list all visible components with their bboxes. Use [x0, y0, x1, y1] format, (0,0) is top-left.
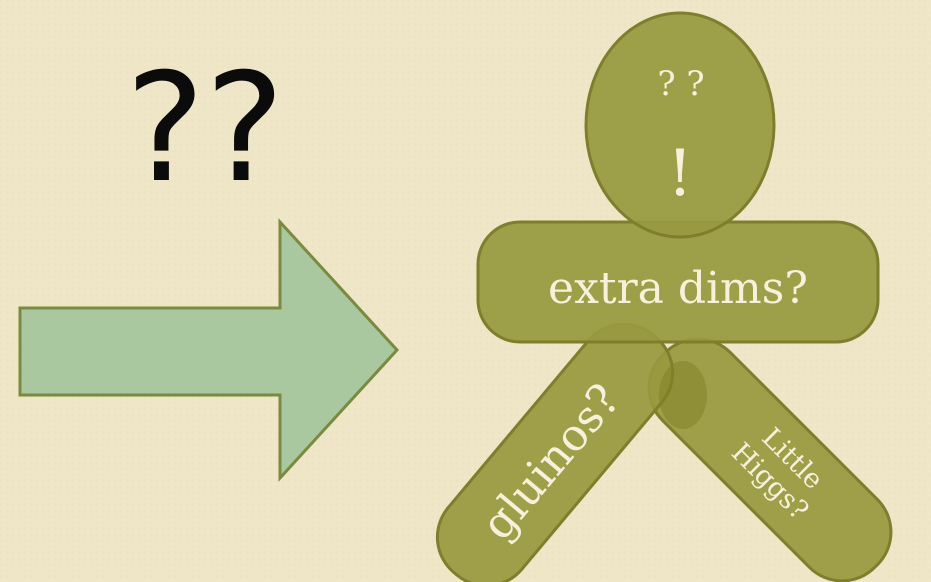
body-label: extra dims?: [548, 263, 808, 314]
right-arrow: [18, 218, 400, 482]
head-oval: [584, 11, 776, 239]
left-leg: gluinos?: [435, 322, 675, 582]
question-marks: ??: [125, 42, 284, 216]
head-question-marks: ? ?: [657, 64, 704, 104]
head-exclamation: !: [667, 137, 693, 211]
leg-overlap: [659, 361, 707, 429]
